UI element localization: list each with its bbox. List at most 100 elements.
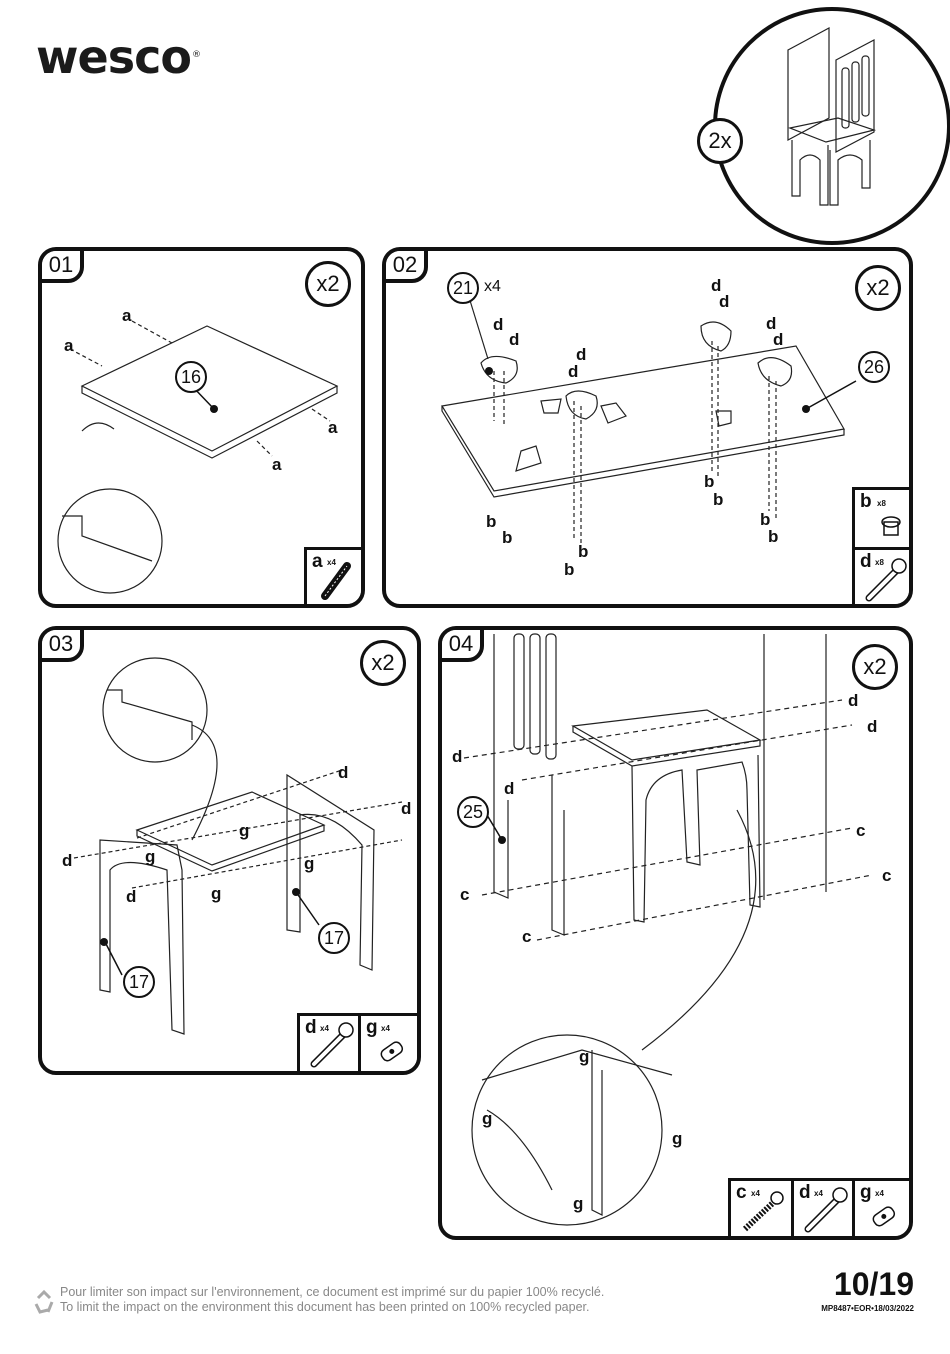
step-01-panel: 01 x2 16 a a a a a x4 xyxy=(38,247,365,608)
label-a: a xyxy=(64,336,74,355)
label-b: b xyxy=(704,472,715,491)
part-16-callout: 16 xyxy=(175,361,207,393)
screw-icon xyxy=(321,562,351,600)
chair-preview-drawing xyxy=(713,7,950,245)
screw-icon xyxy=(742,1191,784,1232)
label-d: d xyxy=(576,345,587,364)
step-02-panel: 02 x2 21 x4 26 d d d d d d d d b b b b b… xyxy=(382,247,913,608)
label-d: d xyxy=(773,330,784,349)
part-26-callout: 26 xyxy=(858,351,890,383)
label-c: c xyxy=(522,927,532,946)
bolt-icon xyxy=(804,1187,848,1233)
label-b: b xyxy=(760,510,771,529)
bolt-icon xyxy=(310,1022,354,1068)
part-g-box: g x4 xyxy=(358,1013,417,1071)
step-02-number: 02 xyxy=(386,251,428,283)
part-d-qty: x4 xyxy=(814,1189,823,1198)
part-g-letter: g xyxy=(366,1017,378,1038)
label-c: c xyxy=(882,866,892,885)
label-d: d xyxy=(62,851,73,870)
part-a-box: a x4 xyxy=(304,547,361,604)
label-g: g xyxy=(579,1047,590,1066)
label-g: g xyxy=(211,884,222,903)
part-d-qty: x4 xyxy=(320,1024,329,1033)
label-b: b xyxy=(713,490,724,509)
part-c-box: c x4 xyxy=(728,1178,794,1236)
part-g-qty: x4 xyxy=(381,1024,390,1033)
notice-french: Pour limiter son impact sur l'environnem… xyxy=(60,1285,605,1299)
part-21-qty: x4 xyxy=(484,278,501,295)
label-b: b xyxy=(578,542,589,561)
part-b-qty: x8 xyxy=(877,499,886,508)
document-reference: MP8487•EOR•18/03/2022 xyxy=(821,1304,914,1313)
label-a: a xyxy=(328,418,338,437)
barrel-nut-icon xyxy=(380,1041,404,1062)
label-d: d xyxy=(338,763,349,782)
label-a: a xyxy=(272,455,282,474)
label-b: b xyxy=(768,527,779,546)
label-g: g xyxy=(304,854,315,873)
step-02-drawing xyxy=(441,280,857,546)
part-g-box: g x4 xyxy=(852,1178,909,1236)
step-04-number: 04 xyxy=(442,630,484,662)
notice-english: To limit the impact on the environment t… xyxy=(60,1300,590,1314)
nut-icon xyxy=(881,516,901,536)
step-01-multiplier: x2 xyxy=(305,261,351,307)
step-01-number: 01 xyxy=(42,251,84,283)
label-b: b xyxy=(564,560,575,579)
part-d-qty: x8 xyxy=(875,558,884,567)
step-02-multiplier: x2 xyxy=(855,265,901,311)
label-g: g xyxy=(573,1194,584,1213)
label-b: b xyxy=(502,528,513,547)
part-25-callout: 25 xyxy=(457,796,489,828)
part-g-letter: g xyxy=(860,1182,872,1203)
part-17-callout: 17 xyxy=(318,922,350,954)
step-03-drawing xyxy=(73,657,403,1035)
label-b: b xyxy=(486,512,497,531)
wesco-logo: wesco® xyxy=(36,30,201,84)
bolt-icon xyxy=(865,558,907,602)
part-a-qty: x4 xyxy=(327,558,336,567)
brand-name: wesco xyxy=(36,30,192,84)
preview-multiplier-text: 2x xyxy=(708,128,732,153)
label-c: c xyxy=(856,821,866,840)
barrel-nut-icon xyxy=(872,1206,896,1227)
label-g: g xyxy=(482,1109,493,1128)
label-d: d xyxy=(867,717,878,736)
part-b-box: b x8 xyxy=(852,487,909,550)
label-c: c xyxy=(460,885,470,904)
part-d-box: d x4 xyxy=(791,1178,855,1236)
label-d: d xyxy=(493,315,504,334)
part-21-callout: 21 xyxy=(447,272,479,304)
label-d: d xyxy=(126,887,137,906)
step-04-multiplier: x2 xyxy=(852,644,898,690)
part-d-letter: d xyxy=(799,1182,811,1203)
environment-notice: Pour limiter son impact sur l'environnem… xyxy=(60,1285,604,1315)
step-03-number: 03 xyxy=(42,630,84,662)
registered-mark: ® xyxy=(191,49,201,60)
label-d: d xyxy=(401,799,412,818)
part-g-qty: x4 xyxy=(875,1189,884,1198)
part-d-letter: d xyxy=(860,551,872,572)
label-d: d xyxy=(848,691,859,710)
step-03-panel: 03 x2 17 17 d d d d g g g g d x4 g x4 xyxy=(38,626,421,1075)
label-g: g xyxy=(145,847,156,866)
label-d: d xyxy=(568,362,579,381)
label-d: d xyxy=(452,747,463,766)
step-04-panel: 04 x2 25 d d d d c c c c g g g g c x4 d … xyxy=(438,626,913,1240)
label-g: g xyxy=(239,821,250,840)
step-04-drawing xyxy=(463,633,873,1226)
preview-multiplier-badge: 2x xyxy=(697,118,743,164)
label-g: g xyxy=(672,1129,683,1148)
page-number: 10/19 xyxy=(833,1266,914,1302)
part-d-box: d x4 xyxy=(297,1013,361,1071)
part-17-callout: 17 xyxy=(123,966,155,998)
part-d-letter: d xyxy=(305,1017,317,1038)
part-b-letter: b xyxy=(860,491,872,512)
label-d: d xyxy=(504,779,515,798)
label-d: d xyxy=(719,292,730,311)
label-d: d xyxy=(711,276,722,295)
label-d: d xyxy=(509,330,520,349)
part-c-letter: c xyxy=(736,1182,747,1203)
label-a: a xyxy=(122,306,132,325)
